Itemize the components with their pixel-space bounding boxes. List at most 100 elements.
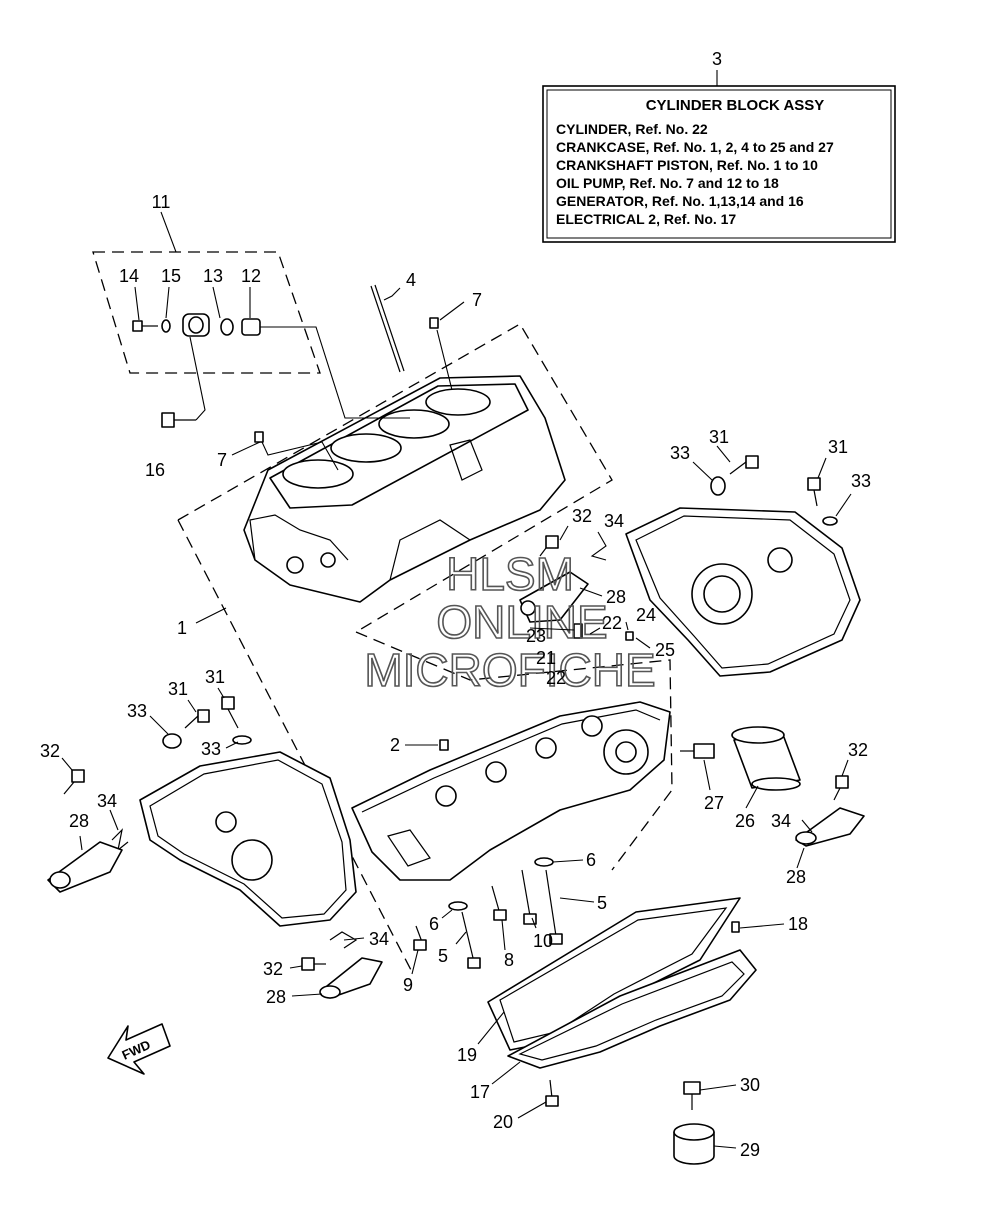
- callout-6: 6: [586, 850, 596, 870]
- watermark-line: HLSM: [446, 548, 574, 600]
- group-outlines: [92, 251, 673, 973]
- callout-2: 2: [390, 735, 400, 755]
- legend-title: CYLINDER BLOCK ASSY: [646, 97, 825, 114]
- callout-33: 33: [670, 443, 690, 463]
- bolt-32: [301, 957, 326, 971]
- washer-33: [822, 516, 838, 526]
- bolt-5: [545, 869, 563, 945]
- legend-line: GENERATOR, Ref. No. 1,13,14 and 16: [556, 193, 804, 209]
- callout-28: 28: [786, 867, 806, 887]
- callout-34: 34: [604, 511, 624, 531]
- bore: [330, 433, 402, 463]
- bore: [425, 388, 491, 416]
- bolt-31: [729, 455, 759, 475]
- callout-5: 5: [438, 946, 448, 966]
- callout-33: 33: [127, 701, 147, 721]
- generator-cover-right: [625, 507, 861, 677]
- callout-26: 26: [735, 811, 755, 831]
- drain-bolt-30: [683, 1081, 701, 1110]
- callout-5: 5: [597, 893, 607, 913]
- oil-seal-13: [182, 313, 210, 337]
- mount-28: [795, 807, 865, 847]
- callout-32: 32: [40, 741, 60, 761]
- callout-23: 23: [526, 626, 546, 646]
- callout-16: 16: [145, 460, 165, 480]
- dowel-18: [731, 921, 740, 933]
- bolt-32: [63, 769, 85, 795]
- bolt-16: [161, 412, 196, 428]
- oil-pan-17: [507, 949, 757, 1069]
- dowel-pin-2: [439, 739, 449, 751]
- dowel-pin-7: [429, 317, 439, 329]
- washer-33: [710, 476, 726, 496]
- mount-28: [319, 957, 383, 999]
- crankcase-lower: [351, 701, 671, 881]
- callout-30: 30: [740, 1075, 760, 1095]
- crank-journal: [485, 761, 507, 783]
- bolt-9: [413, 925, 427, 951]
- mount-28: [519, 571, 589, 623]
- oil-filter-26: [731, 726, 801, 791]
- callout-34: 34: [771, 811, 791, 831]
- callout-34: 34: [369, 929, 389, 949]
- callout-31: 31: [709, 427, 729, 447]
- callout-17: 17: [470, 1082, 490, 1102]
- callout-7: 7: [217, 450, 227, 470]
- washer-6: [448, 901, 468, 911]
- callout-22: 22: [546, 668, 566, 688]
- callout-32: 32: [572, 506, 592, 526]
- legend-line: ELECTRICAL 2, Ref. No. 17: [556, 211, 736, 227]
- dowel-24: [625, 631, 634, 641]
- bolt-10: [521, 869, 537, 925]
- crank-journal: [435, 785, 457, 807]
- callout-labels: 11 14 15 13 12 4 7 16 7 1 32 34 28 23 22…: [40, 192, 871, 1160]
- bolt-5: [461, 911, 481, 969]
- callout-24: 24: [636, 605, 656, 625]
- washer-6: [534, 857, 554, 867]
- leader-lines: [61, 211, 852, 1149]
- callout-28: 28: [606, 587, 626, 607]
- callout-1: 1: [177, 618, 187, 638]
- bolt-20: [545, 1079, 559, 1107]
- callout-12: 12: [241, 266, 261, 286]
- bolt-31: [221, 696, 239, 729]
- plug-12: [241, 318, 261, 336]
- bore: [282, 459, 354, 489]
- callout-4: 4: [406, 270, 416, 290]
- callout-7: 7: [472, 290, 482, 310]
- fitting-27: [680, 743, 715, 759]
- o-ring: [220, 318, 234, 336]
- callout-14: 14: [119, 266, 139, 286]
- watermark: HLSM ONLINE MICROFICHE: [364, 547, 657, 697]
- callout-10: 10: [533, 931, 553, 951]
- watermark-line: MICROFICHE: [364, 644, 655, 696]
- callout-29: 29: [740, 1140, 760, 1160]
- callout-31: 31: [168, 679, 188, 699]
- callout-13: 13: [203, 266, 223, 286]
- legend-line: CYLINDER, Ref. No. 22: [556, 121, 708, 137]
- callout-27: 27: [704, 793, 724, 813]
- callout-28: 28: [69, 811, 89, 831]
- bolt-31: [184, 709, 210, 729]
- watermark-line: ONLINE: [436, 596, 607, 648]
- callout-22: 22: [602, 613, 622, 633]
- legend-box: 3 CYLINDER BLOCK ASSY CYLINDER, Ref. No.…: [542, 49, 896, 243]
- bolt-32: [539, 535, 559, 557]
- legend-ref-number: 3: [712, 49, 722, 69]
- bore: [378, 409, 450, 439]
- legend-line: OIL PUMP, Ref. No. 7 and 12 to 18: [556, 175, 779, 191]
- dowel-pin-7: [254, 431, 264, 443]
- callout-6: 6: [429, 914, 439, 934]
- forward-arrow-icon: FWD: [107, 1023, 171, 1075]
- crank-journal: [535, 737, 557, 759]
- callout-9: 9: [403, 975, 413, 995]
- bolt-8: [491, 885, 507, 921]
- legend-line: CRANKSHAFT PISTON, Ref. No. 1 to 10: [556, 157, 818, 173]
- callout-34: 34: [97, 791, 117, 811]
- callout-8: 8: [504, 950, 514, 970]
- bolt-32: [833, 775, 849, 801]
- callout-15: 15: [161, 266, 181, 286]
- washer-15: [161, 319, 171, 333]
- bolt-14: [132, 320, 158, 332]
